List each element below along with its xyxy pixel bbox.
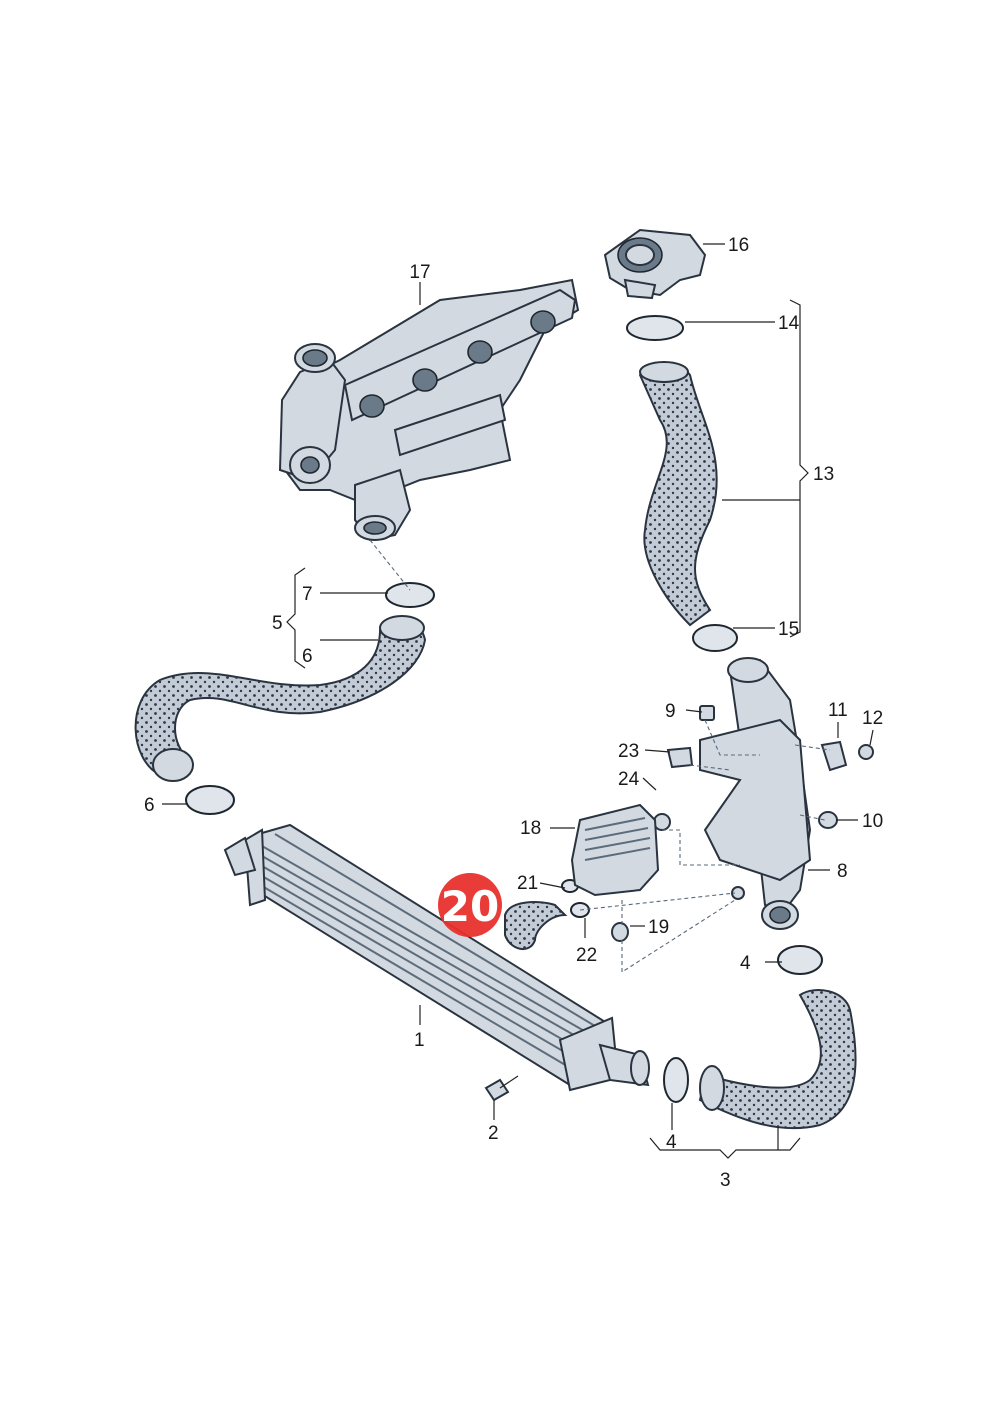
callout-6-upper: 6 [302,646,313,667]
intake-manifold [278,278,580,542]
callout-19: 19 [648,917,669,938]
charge-air-pipe-bracket [699,657,812,930]
callout-20: 20 [441,882,499,931]
callout-9: 9 [665,701,676,722]
callout-21: 21 [517,873,538,894]
callout-7: 7 [302,584,313,605]
resonator [570,803,660,897]
callout-23: 23 [618,741,639,762]
callout-18: 18 [520,818,541,839]
small-hose-20 [504,901,568,950]
callout-14: 14 [778,313,800,334]
small-fasteners [611,705,874,942]
callout-17: 17 [409,262,430,283]
callout-24: 24 [618,769,640,790]
callout-8: 8 [837,861,848,882]
callout-4-right: 4 [740,953,751,974]
leader-lines [162,243,874,1159]
intercooler [223,823,650,1092]
hose-clamps [185,315,823,1103]
left-charge-hose [134,615,427,782]
callout-labels: 17 16 14 13 15 7 5 6 6 9 23 24 18 11 12 … [144,235,883,1191]
callout-5: 5 [272,613,283,634]
callout-1: 1 [414,1030,425,1051]
callout-13: 13 [813,464,834,485]
assembly-lines [369,539,831,974]
callout-4-bottom: 4 [666,1132,677,1153]
callout-2: 2 [488,1123,499,1144]
callout-10: 10 [862,811,883,832]
highlight-badge [438,873,502,937]
lower-right-hose [698,989,857,1130]
throttle-body [603,228,707,300]
callout-6-lower: 6 [144,795,155,816]
callout-22: 22 [576,945,597,966]
callout-11: 11 [828,700,848,721]
callout-12: 12 [862,708,883,729]
callout-3: 3 [720,1170,731,1191]
callout-16: 16 [728,235,749,256]
bolt-2 [484,1075,519,1102]
callout-15: 15 [778,619,799,640]
upper-right-hose [638,361,718,627]
